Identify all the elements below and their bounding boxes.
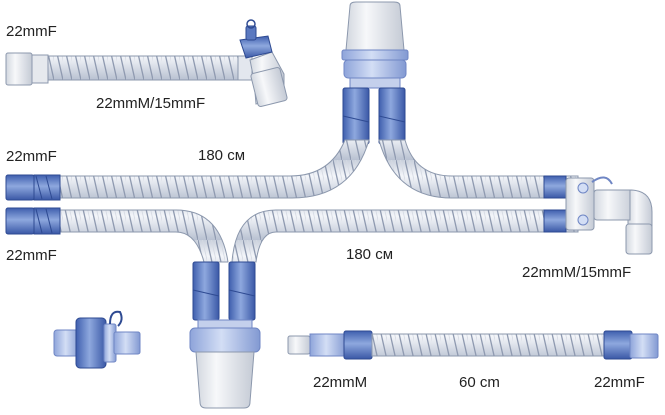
water-trap-top-bowl [345,1,405,51]
short-tube-corrugated [371,333,607,357]
hme-filter [53,310,141,369]
catheter-mount-22mmF-end [5,52,33,86]
filter-port-cap-icon [109,310,123,327]
upper-tube-left-branch [57,139,370,199]
water-trap-top [341,1,409,145]
elbow-22mmM-15mmF [627,189,653,227]
lower-tube-left-branch [57,209,229,263]
port-cap-strap [591,176,613,185]
catheter-mount-collar [31,54,49,84]
label-short-tube-length: 60 cm [459,374,500,391]
label-lower-tube-length: 180 см [346,246,394,263]
short-tube [287,330,659,360]
label-upper-tube-connector: 22mmF [6,148,57,165]
catheter-mount-corrugated-tube [47,55,241,81]
label-lower-tube-connector: 22mmF [6,247,57,264]
label-right-elbow-connector: 22mmM/15mmF [522,264,632,281]
water-trap-bottom [189,261,261,409]
water-trap-top-right-connector [378,87,406,145]
label-short-tube-left-connector: 22mmM [313,374,368,391]
suction-port-cap [239,35,273,59]
upper-inspiratory-tube [5,139,579,201]
cap-tab-icon [245,25,257,41]
lower-tube-22mmF-cuff [5,207,35,235]
short-tube-22mmF-cuff [603,330,633,360]
short-tube-22mmM-end [287,335,311,355]
sample-port-icon [577,182,589,194]
water-trap-bottom-bowl [195,351,255,409]
water-trap-bottom-ring [189,327,261,353]
y-piece-elbow [565,176,653,255]
label-short-tube-right-connector: 22mmF [594,374,645,391]
lower-expiratory-tube [5,207,579,263]
lower-tube-right-branch [231,209,579,263]
upper-tube-22mmF-cuff [5,174,35,201]
filter-body [75,317,107,369]
label-top-elbow-connector: 22mmM/15mmF [96,95,206,112]
catheter-mount [5,19,288,107]
water-trap-top-left-connector [342,87,370,145]
water-trap-top-ring [343,59,407,79]
label-top-left-connector: 22mmF [6,23,57,40]
label-upper-tube-length: 180 см [198,147,246,164]
